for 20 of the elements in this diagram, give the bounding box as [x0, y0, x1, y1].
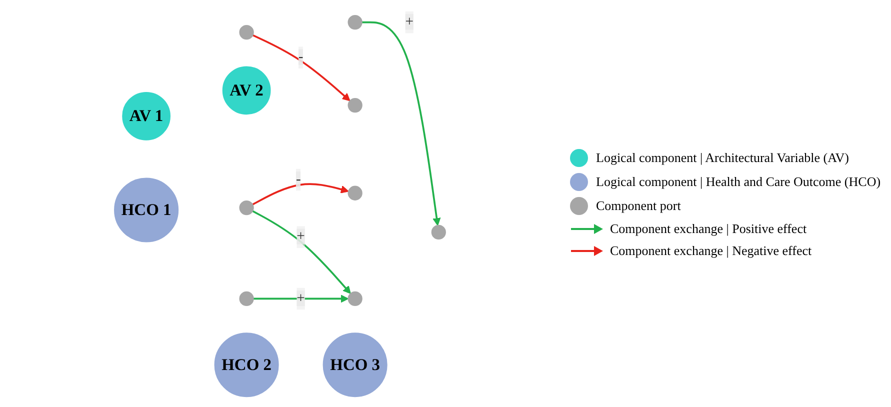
edge-label: -: [296, 171, 301, 187]
legend-text: Logical component | Architectural Variable (AV): [596, 150, 850, 166]
edge-label: +: [296, 290, 305, 306]
component-circle: HCO 3: [322, 332, 388, 397]
component-circle: HCO 2: [214, 332, 279, 397]
edge-label: -: [298, 48, 304, 64]
arrow: [362, 20, 441, 226]
arrow: [252, 210, 351, 294]
legend-text: Logical component | Health and Care Outcome (HCO): [596, 174, 881, 190]
arrow: [253, 294, 349, 302]
component-circle: HCO 1: [114, 177, 179, 242]
legend-text: Component port: [596, 198, 681, 214]
edge-label: +: [296, 228, 305, 244]
arrow: [252, 182, 349, 205]
legend-text: Component exchange | Negative effect: [610, 242, 812, 258]
legend-text: Component exchange | Positive effect: [610, 220, 807, 236]
arrow: [252, 34, 350, 101]
edge-label: +: [405, 14, 414, 30]
component-circle: AV 2: [222, 66, 271, 114]
component-circle: AV 1: [122, 91, 170, 140]
